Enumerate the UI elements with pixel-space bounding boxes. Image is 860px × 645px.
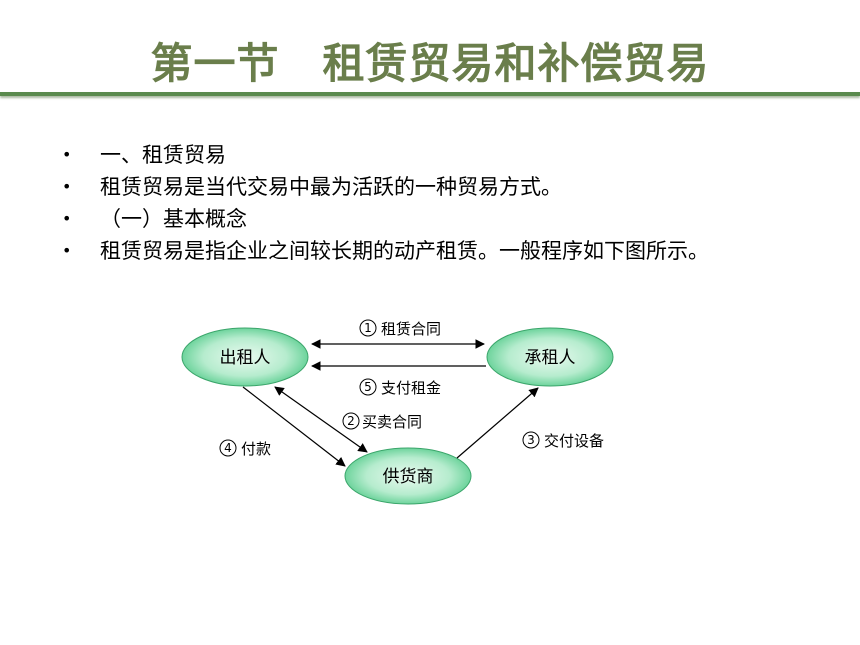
edge-label-text: 租赁合同 [381, 320, 441, 338]
edge-label-payment: 4 付款 [219, 439, 271, 458]
title-divider [0, 92, 860, 96]
bullet-dot-icon: • [62, 209, 72, 228]
edge-label-text: 交付设备 [544, 432, 604, 450]
edge-label-text: 买卖合同 [362, 413, 422, 431]
edge-deliver-equipment-arrow [456, 387, 539, 459]
bullet-text: 租赁贸易是当代交易中最为活跃的一种贸易方式。 [100, 175, 562, 199]
edge-label-text: 付款 [241, 440, 271, 458]
bullet-item: • 租赁贸易是当代交易中最为活跃的一种贸易方式。 [62, 172, 782, 202]
node-lessee: 承租人 [486, 327, 614, 387]
edge-label-sales-contract: 2 买卖合同 [342, 412, 422, 431]
node-lessor: 出租人 [181, 327, 309, 387]
slide-title: 第一节 租赁贸易和补偿贸易 [150, 39, 710, 88]
edge-number: 5 [364, 380, 372, 394]
bullet-text: （一）基本概念 [100, 207, 247, 231]
edge-label-text: 支付租金 [381, 379, 441, 397]
node-supplier: 供货商 [344, 447, 472, 505]
edge-number: 1 [364, 321, 372, 335]
node-lessee-label: 承租人 [525, 348, 576, 368]
bullet-item: • 一、租赁贸易 [62, 140, 782, 170]
node-supplier-label: 供货商 [383, 467, 434, 487]
bullet-item: • 租赁贸易是指企业之间较长期的动产租赁。一般程序如下图所示。 [62, 236, 782, 266]
edge-label-deliver-equipment: 3 交付设备 [522, 431, 604, 450]
bullet-text: 租赁贸易是指企业之间较长期的动产租赁。一般程序如下图所示。 [100, 239, 709, 263]
edge-payment-arrow [242, 386, 346, 467]
edge-label-pay-rent: 5 支付租金 [359, 378, 441, 397]
edge-number: 2 [347, 414, 355, 428]
edge-number: 4 [224, 441, 232, 455]
edge-label-lease-contract: 1 租赁合同 [359, 319, 441, 338]
node-lessor-label: 出租人 [220, 348, 271, 368]
edge-sales-contract-arrow [274, 386, 368, 453]
bullet-dot-icon: • [62, 145, 72, 164]
edge-number: 3 [527, 433, 535, 447]
bullet-dot-icon: • [62, 177, 72, 196]
bullet-dot-icon: • [62, 241, 72, 260]
bullet-text: 一、租赁贸易 [100, 143, 226, 167]
bullet-item: • （一）基本概念 [62, 204, 782, 234]
bullet-list: • 一、租赁贸易 • 租赁贸易是当代交易中最为活跃的一种贸易方式。 • （一）基本概念… [62, 140, 782, 268]
